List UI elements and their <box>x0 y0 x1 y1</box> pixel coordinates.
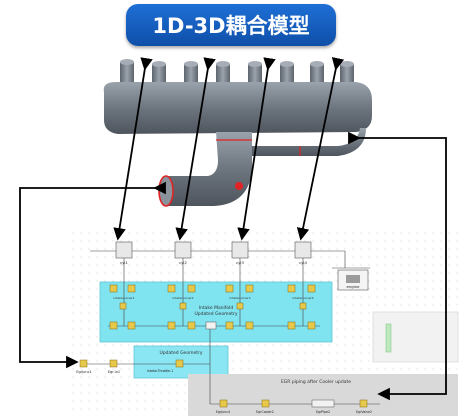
egr-valve-label: EgrValve2 <box>356 410 372 414</box>
egr-cooler-label: EgrCooler2 <box>256 410 274 414</box>
egr-port-marker <box>235 182 243 190</box>
runner-label: intakerunner2 <box>172 296 193 300</box>
engine-block[interactable]: engine <box>337 269 369 291</box>
egr-junction-left-label: EgrJunc1 <box>76 370 92 374</box>
cylinder-label: cyl4 <box>299 260 307 265</box>
coupling-arrow-cyl4 <box>296 57 345 241</box>
schematic-1d: Intake Manifold Updated Geometry Updated… <box>66 232 459 416</box>
coupling-arrow-cyl2 <box>175 57 216 241</box>
egr-pipe[interactable]: EgrPipe2 <box>311 399 335 414</box>
coupling-arrows <box>19 57 447 401</box>
coupling-arrow-egr <box>348 131 447 401</box>
intake-throttle[interactable]: Intake-Throttle-1 <box>147 359 184 373</box>
runner-label: intakerunner3 <box>229 296 250 300</box>
updated-geometry-label: Updated Geometry <box>159 350 202 356</box>
engine-label: engine <box>347 284 361 289</box>
egr-pipe-label: EgrPipe2 <box>316 410 330 414</box>
inlet-ring <box>158 175 174 207</box>
egr-chain-bottom: EgrJunc4 EgrCooler2 EgrPipe2 EgrValve2 <box>216 399 372 414</box>
cylinder-label: cyl1 <box>120 260 128 265</box>
intake-manifold-label: Intake Manifold <box>199 305 234 311</box>
cylinder-cyl4[interactable]: cyl4 <box>294 241 312 265</box>
coupling-arrow-cyl3 <box>237 57 276 241</box>
egr-cooler[interactable]: EgrCooler2 <box>256 399 274 414</box>
runner-label: intakerunner1 <box>113 296 134 300</box>
cylinder-cyl3[interactable]: cyl3 <box>231 241 249 265</box>
cylinder-label: cyl3 <box>236 260 244 265</box>
egr-junction-4-label: EgrJunc4 <box>216 410 230 414</box>
egr-piping-label: EGR piping after Cooler update <box>281 379 351 385</box>
page-title: 1D-3D耦合模型 <box>126 4 336 46</box>
runner-label: intakerunner4 <box>292 296 313 300</box>
intake-manifold-sublabel: Updated Geometry <box>194 311 237 317</box>
intake-throttle-label: Intake-Throttle-1 <box>147 369 173 373</box>
egr-piping-region <box>188 374 458 416</box>
cylinder-label: cyl2 <box>179 260 187 265</box>
plenum-junction[interactable] <box>205 321 217 330</box>
egr-junction-4[interactable]: EgrJunc4 <box>216 399 230 414</box>
coupling-arrow-inlet <box>19 181 166 369</box>
egr-in-left-label: Egr-in1 <box>108 370 120 374</box>
cylinder-cyl2[interactable]: cyl2 <box>174 241 192 265</box>
manifold-3d-model <box>103 59 372 207</box>
